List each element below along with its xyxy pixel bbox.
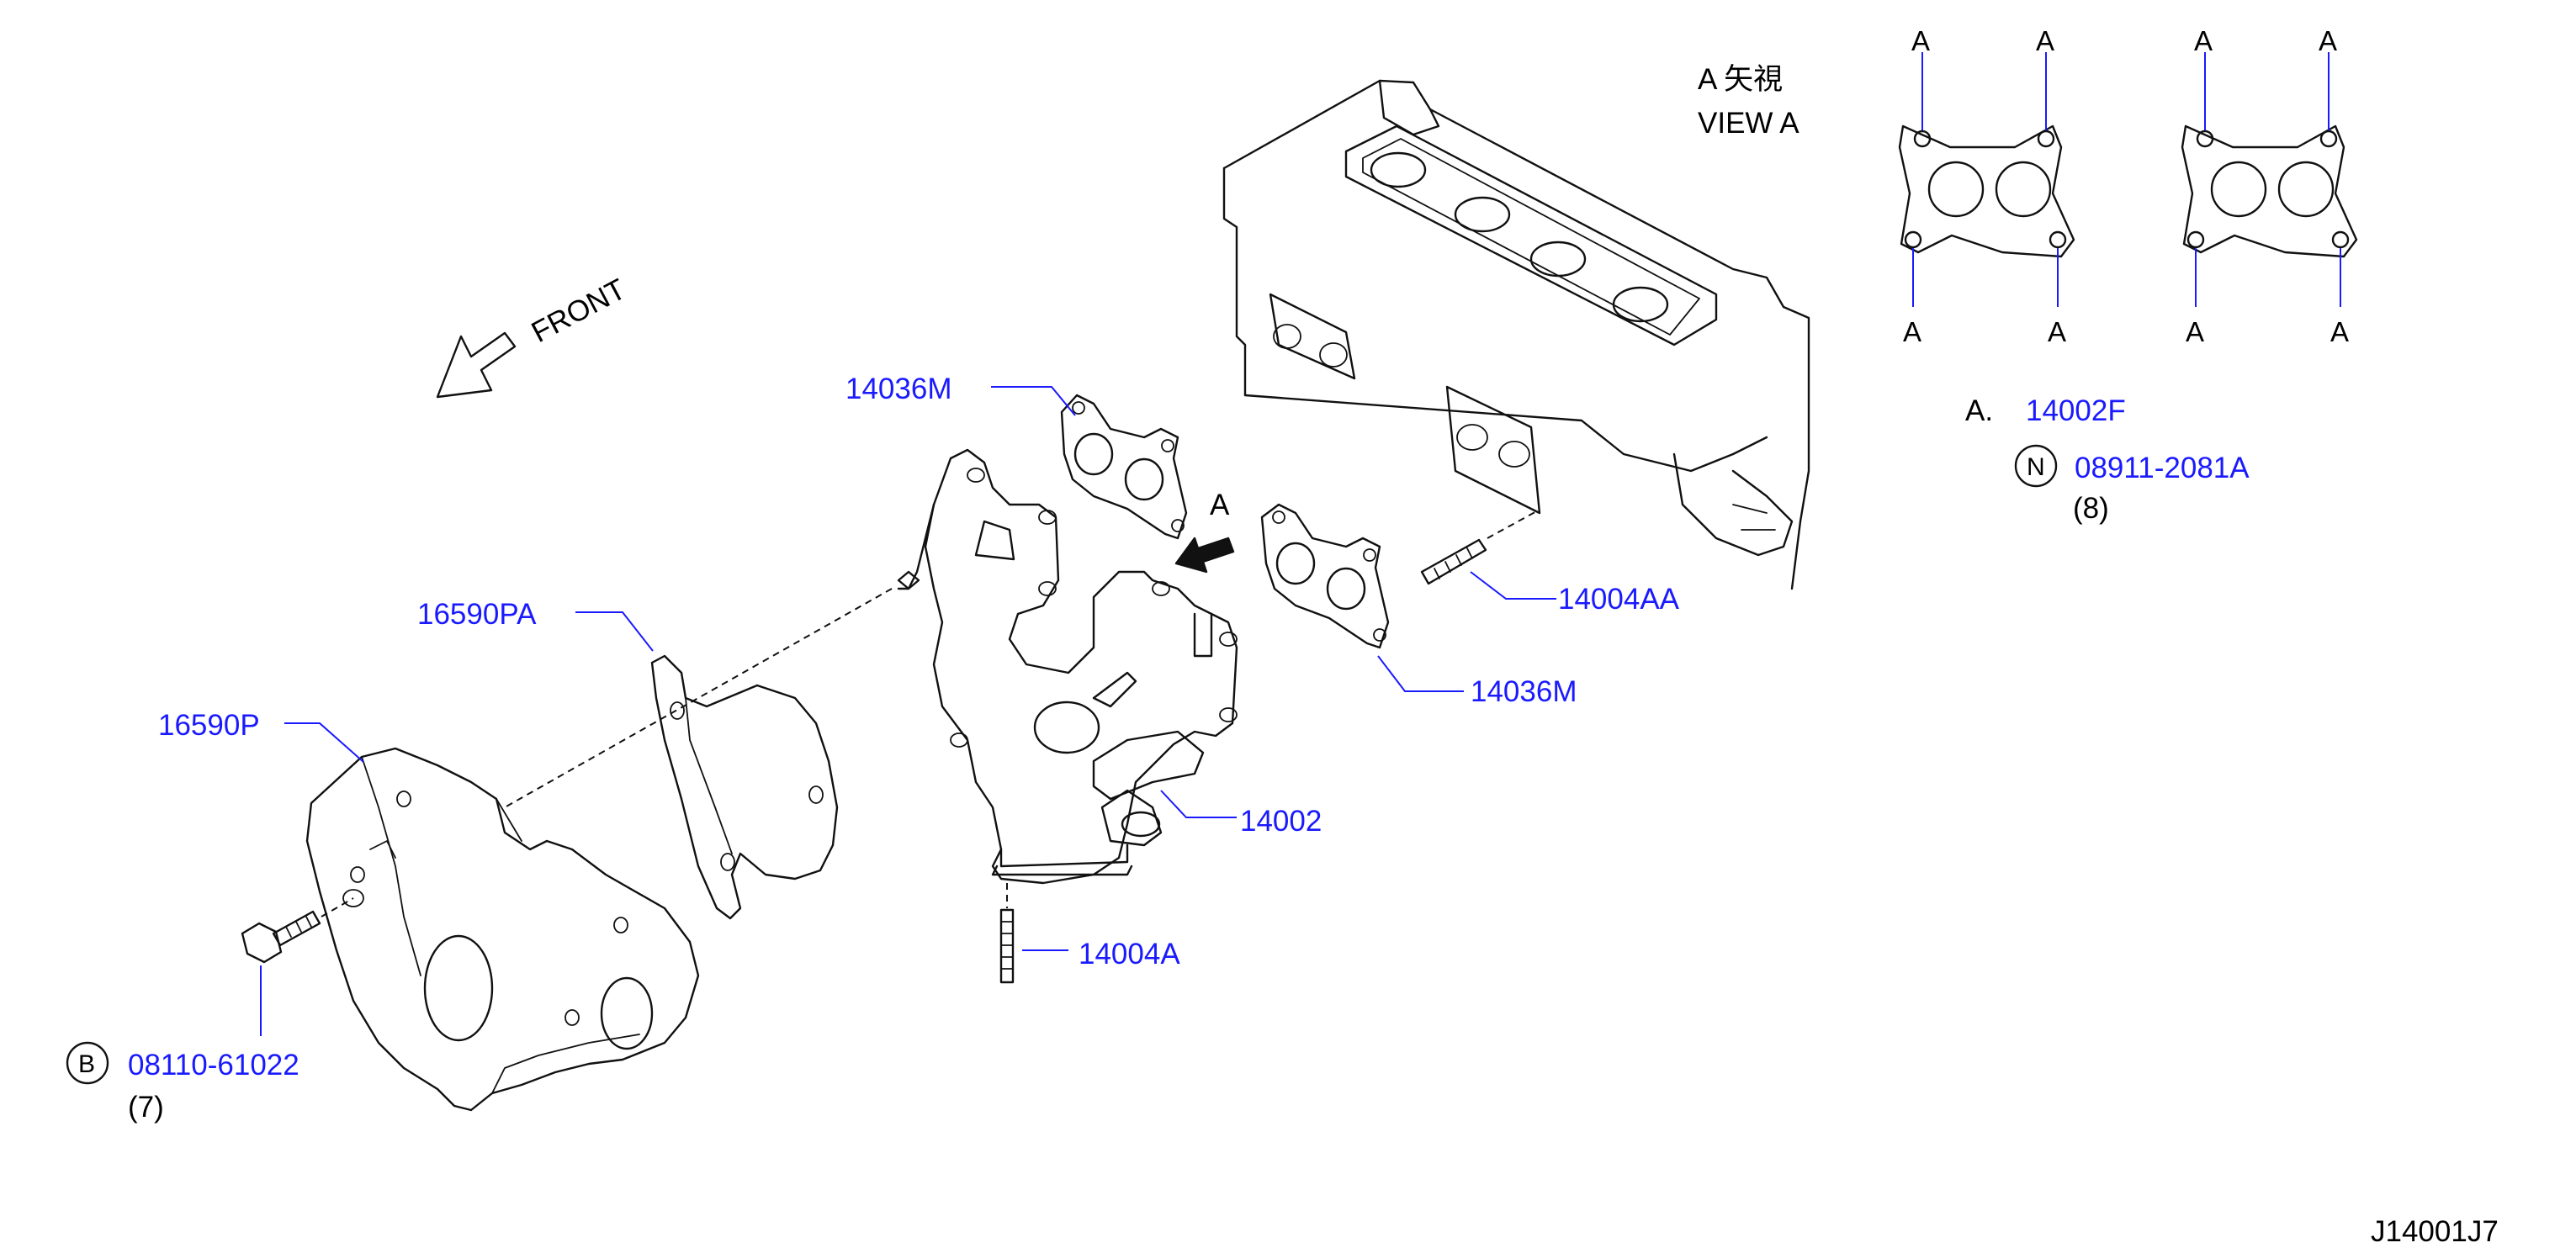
view-a-stud-letters: A A A A A A A A xyxy=(1903,25,2349,347)
callout-quantity-b: (7) xyxy=(128,1091,164,1124)
heat-shield-inner xyxy=(650,654,839,920)
callout-quantity-n: (8) xyxy=(2073,492,2109,525)
view-a-title-en: VIEW A xyxy=(1698,107,1799,140)
callout-circle-b xyxy=(66,1041,109,1085)
view-a-direction-arrow xyxy=(1174,537,1235,574)
stud-letter: A xyxy=(2330,316,2349,347)
callout-circle-n xyxy=(2014,444,2058,488)
stud-letter: A xyxy=(2194,25,2213,56)
view-a-arrow-letter: A xyxy=(1210,489,1230,521)
part-number-14036m-upper[interactable]: 14036M xyxy=(845,373,951,405)
bolt xyxy=(241,910,321,964)
view-a-gasket-right xyxy=(2181,124,2358,258)
engine-cylinder-head xyxy=(1222,79,1810,590)
view-a-title-jp: A 矢視 xyxy=(1698,63,1783,96)
part-number-14004aa[interactable]: 14004AA xyxy=(1558,583,1680,616)
exhaust-manifold xyxy=(897,448,1238,885)
part-number-16590p[interactable]: 16590P xyxy=(158,709,260,742)
part-number-14036m-lower[interactable]: 14036M xyxy=(1471,675,1577,708)
heat-shield-outer xyxy=(305,747,700,1112)
diagram-id: J14001J7 xyxy=(2371,1215,2499,1248)
front-label: FRONT xyxy=(526,272,631,349)
part-number-16590pa[interactable]: 16590PA xyxy=(417,598,537,631)
part-number-14002[interactable]: 14002 xyxy=(1240,805,1322,838)
stud-letter: A xyxy=(2319,25,2337,56)
view-a-note-prefix: A. xyxy=(1965,394,1993,427)
gasket-upper xyxy=(1060,394,1188,540)
stud-letter: A xyxy=(2048,316,2066,347)
front-direction-arrow xyxy=(436,331,517,399)
part-number-14002f[interactable]: 14002F xyxy=(2026,394,2126,427)
callout-letter-n: N xyxy=(2027,453,2045,481)
view-a-stud-leaders xyxy=(1912,52,2341,307)
part-number-08911-2081a[interactable]: 08911-2081A xyxy=(2075,452,2250,484)
callout-letter-b: B xyxy=(78,1050,95,1078)
part-number-08110-61022[interactable]: 08110-61022 xyxy=(128,1049,299,1081)
part-number-14004a[interactable]: 14004A xyxy=(1079,938,1180,970)
stud-upper xyxy=(1420,538,1487,585)
stud-letter: A xyxy=(1911,25,1930,56)
gasket-lower xyxy=(1260,503,1390,649)
stud-lower xyxy=(999,908,1015,984)
view-a-gasket-left xyxy=(1898,124,2075,258)
stud-letter: A xyxy=(2036,25,2054,56)
stud-letter: A xyxy=(2186,316,2204,347)
stud-letter: A xyxy=(1903,316,1921,347)
